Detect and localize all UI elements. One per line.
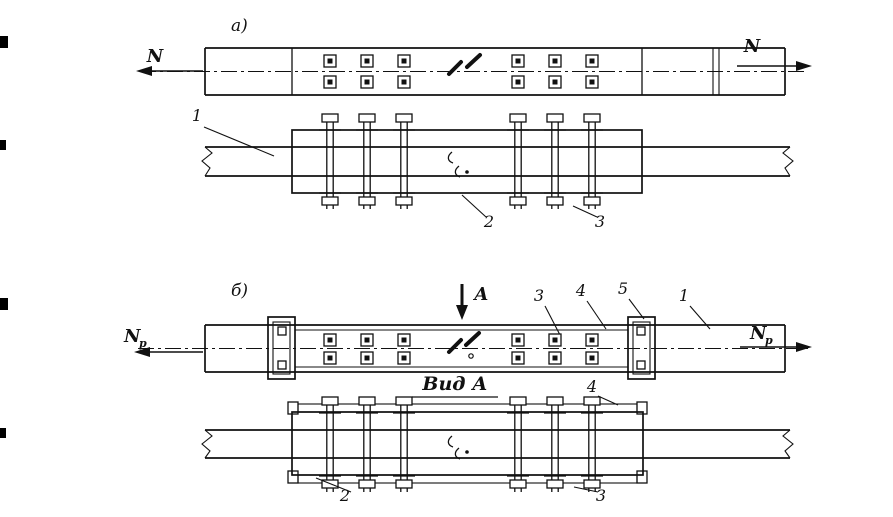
part-a-label: а) [231,16,248,36]
strap-hook [636,470,648,484]
callout-5: 5 [618,279,628,298]
callout-3-top: 3 [534,286,544,305]
section-arrow-label: А [472,284,489,305]
view-title-text: Вид А [421,373,487,395]
callout-3: 3 [595,212,605,231]
bolt-head [397,54,411,68]
callout-leader [628,298,645,320]
bolt [392,113,416,210]
bolt-head [548,54,562,68]
grain-mark [464,331,481,347]
bolt-head [323,54,337,68]
grain-dot [465,170,469,174]
grain-squiggle [447,435,454,448]
splice-plates [291,411,644,476]
member-break-right [782,146,794,177]
bolt-head [511,351,525,365]
bolt-head [511,75,525,89]
grain-mark [447,338,463,354]
callout-leader [573,486,599,493]
grain-dot [465,450,469,454]
bolt-head [397,351,411,365]
bolt-head [585,333,599,347]
member-break-left [201,429,213,459]
bolt-head [585,351,599,365]
clamp-plate-right [627,316,656,380]
member-break-left [201,146,213,177]
bolt-head [511,333,525,347]
strap-hook [636,401,648,415]
bolt-head [360,351,374,365]
grain-squiggle [454,447,461,460]
grain-mark [465,53,482,69]
grain-squiggle [454,165,461,178]
callout-1: 1 [679,286,689,305]
grain-squiggle [447,151,454,164]
bolt-head [397,333,411,347]
member-break-right [782,429,794,459]
section-arrow: А [456,284,489,320]
bolt [318,113,342,210]
bolt-head [360,333,374,347]
grain-dot [468,353,474,359]
force-label-left: N [146,46,165,67]
part-b-side-view: 2 3 [201,396,794,505]
bolt-head [397,75,411,89]
bolt-head [585,75,599,89]
force-label-left: N [123,326,142,347]
splice-plates [291,129,643,194]
callout-2: 2 [339,486,350,505]
bolt-head [360,75,374,89]
callout-4-top: 4 [575,281,586,300]
force-label-right: N [743,36,762,57]
bolt [355,113,379,210]
callout-2: 2 [483,212,494,231]
force-arrow-left: N [136,46,203,76]
bolt-head [548,333,562,347]
force-label-right-sub: р [765,334,773,347]
part-a-side-view: 1 2 3 [192,106,794,231]
bolt-head [511,54,525,68]
bolt-head [323,333,337,347]
callout-leader [461,194,487,218]
force-label-right: N [749,323,768,344]
force-arrow-left: N р [123,326,203,357]
bolt-group [318,113,604,210]
callout-leader [203,126,275,157]
bolt [580,113,604,210]
scan-artifacts [0,36,8,438]
force-arrow-right: N [737,36,812,71]
bolt [506,113,530,210]
callout-leader [544,305,561,336]
force-label-left-sub: р [139,337,147,350]
bolt-head [323,351,337,365]
bolt-head [548,75,562,89]
bolt [543,113,567,210]
bolt-head [360,54,374,68]
callout-1: 1 [192,106,202,125]
grain-mark [447,60,463,76]
bolt-head [548,351,562,365]
part-a: а) [136,16,812,231]
strap-hook [287,401,299,415]
part-b-top-view: N р N р [123,316,812,380]
bolt-head [585,54,599,68]
callout-4-side: 4 [586,377,597,396]
part-a-top-view: N N [136,36,812,96]
callout-leader [572,205,598,218]
clamp-plate-left [267,316,296,380]
part-b-label: б) [231,281,248,301]
callout-3-side: 3 [596,486,606,505]
callout-leader [315,477,352,493]
strap-hook [287,470,299,484]
part-b: б) А 3 4 5 1 [123,279,812,505]
force-arrow-right: N р [740,323,812,352]
view-a-title: Вид А [412,373,498,398]
bolt-head [323,75,337,89]
